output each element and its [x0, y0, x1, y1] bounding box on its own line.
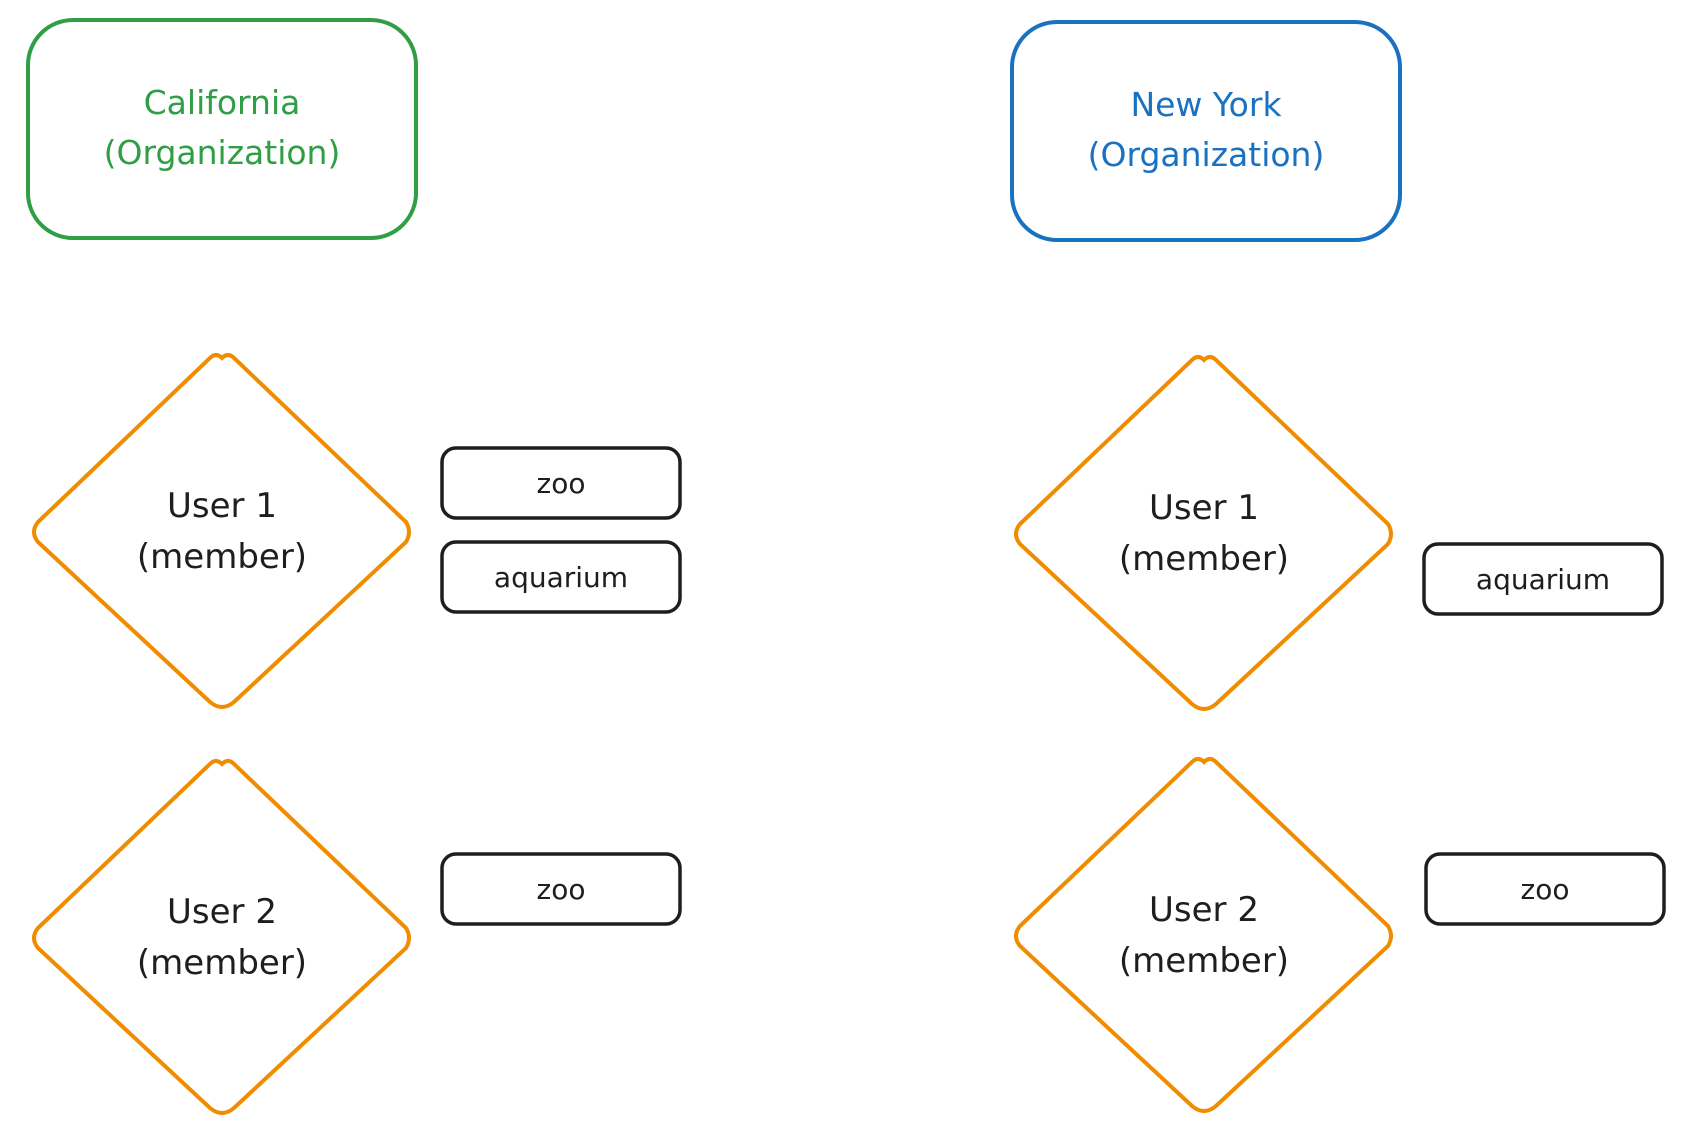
tag-new-york-user-2-zoo[interactable]: zoo	[1424, 852, 1666, 926]
tag-new-york-user-1-aquarium[interactable]: aquarium	[1422, 542, 1664, 616]
user-diamond	[32, 759, 411, 1115]
tag-california-user-2-zoo[interactable]: zoo	[440, 852, 682, 926]
user-node-california-2[interactable]: User 2 (member)	[32, 759, 411, 1115]
tag-label: zoo	[537, 873, 586, 906]
user-role: (member)	[137, 537, 307, 577]
org-new-york[interactable]: New York (Organization)	[1010, 20, 1402, 242]
org-california-name: California	[144, 83, 301, 122]
user-node-new-york-2[interactable]: User 2 (member)	[1014, 757, 1393, 1113]
tag-california-user-1-zoo[interactable]: zoo	[440, 446, 682, 520]
user-role: (member)	[137, 943, 307, 983]
tag-box	[440, 540, 682, 614]
user-diamond	[1014, 757, 1393, 1113]
tag-label: aquarium	[494, 561, 628, 594]
org-california-box	[26, 18, 418, 240]
org-new-york-box	[1010, 20, 1402, 242]
user-node-california-1[interactable]: User 1 (member)	[32, 353, 411, 709]
user-role: (member)	[1119, 941, 1289, 981]
tag-label: aquarium	[1476, 563, 1610, 596]
tag-box	[1424, 852, 1666, 926]
user-diamond	[1014, 355, 1393, 711]
tag-box	[440, 852, 682, 926]
user-name: User 1	[167, 486, 277, 526]
tag-label: zoo	[537, 467, 586, 500]
user-name: User 1	[1149, 488, 1259, 528]
user-name: User 2	[167, 892, 277, 932]
org-new-york-role: (Organization)	[1088, 135, 1325, 174]
org-new-york-name: New York	[1130, 85, 1282, 124]
tag-label: zoo	[1521, 873, 1570, 906]
user-name: User 2	[1149, 890, 1259, 930]
org-california-role: (Organization)	[104, 133, 341, 172]
tag-california-user-1-aquarium[interactable]: aquarium	[440, 540, 682, 614]
user-diamond	[32, 353, 411, 709]
user-node-new-york-1[interactable]: User 1 (member)	[1014, 355, 1393, 711]
user-role: (member)	[1119, 539, 1289, 579]
tag-box	[440, 446, 682, 520]
tag-box	[1422, 542, 1664, 616]
org-california[interactable]: California (Organization)	[26, 18, 418, 240]
